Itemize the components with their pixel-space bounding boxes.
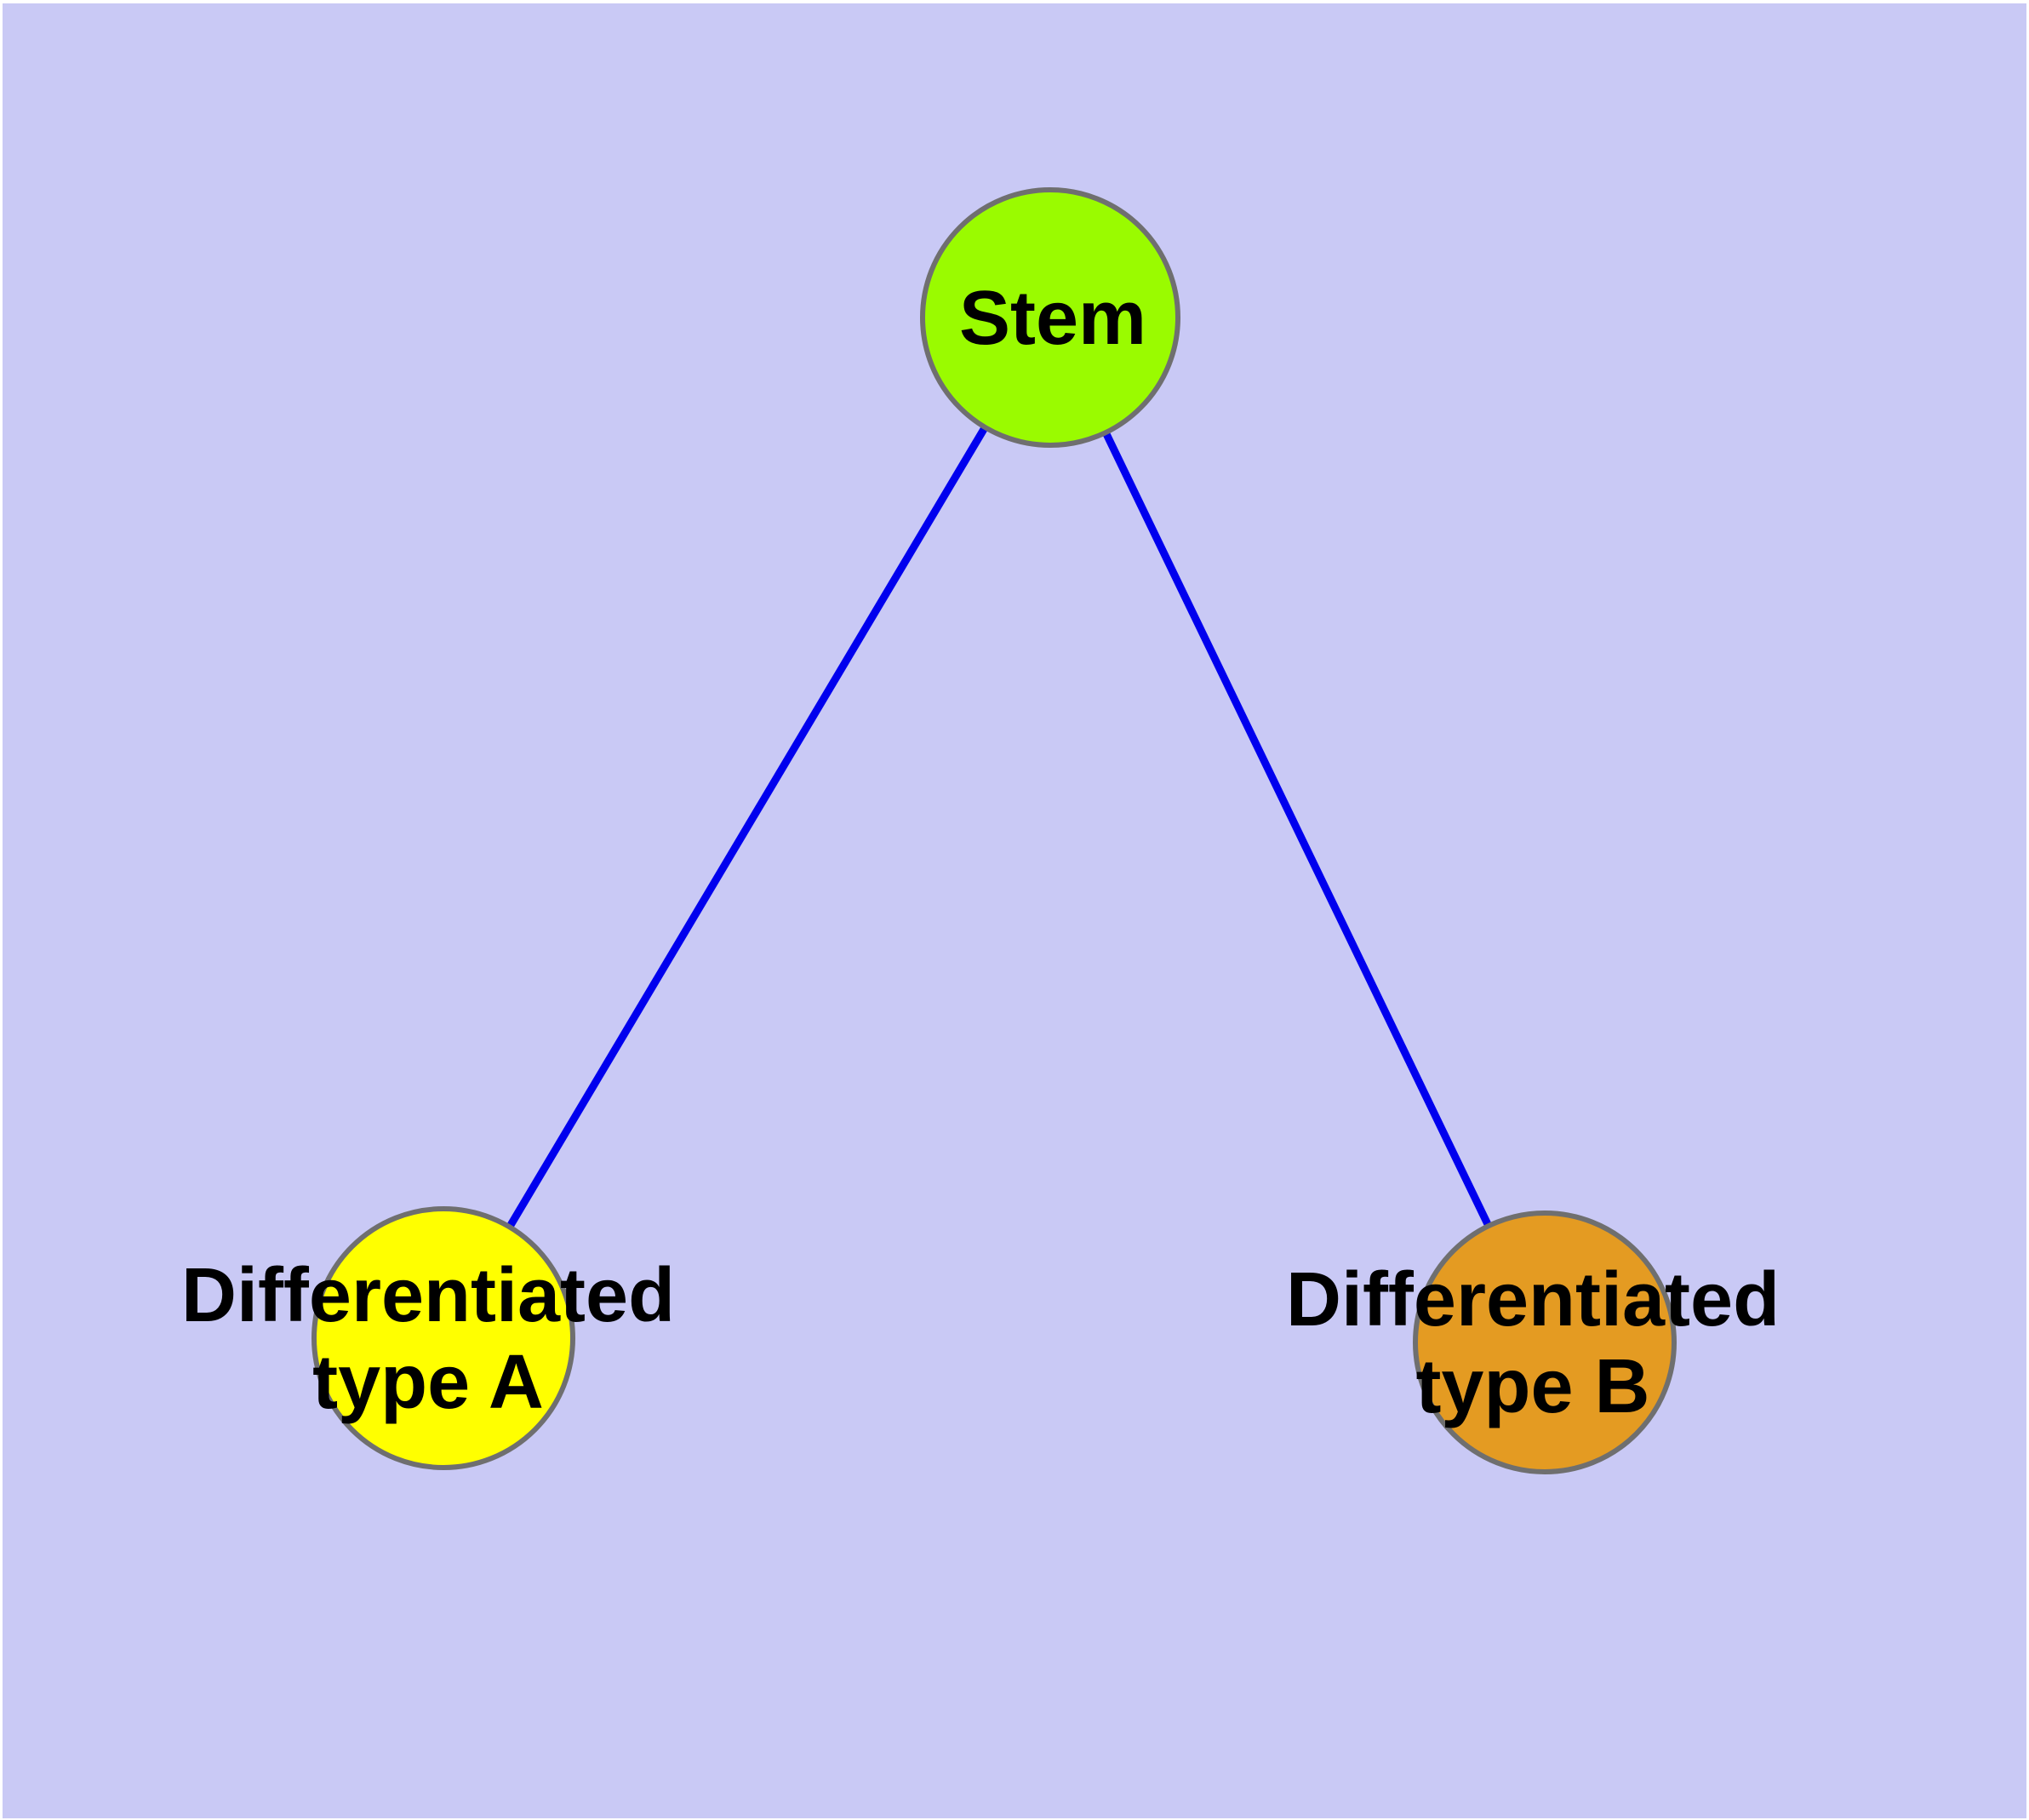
node-stem xyxy=(920,187,1180,448)
edge-stem-to-type-a xyxy=(440,315,1054,1341)
node-differentiated-type-a xyxy=(311,1206,575,1470)
edge-stem-to-type-b xyxy=(1046,316,1549,1344)
node-differentiated-type-b xyxy=(1413,1210,1677,1474)
